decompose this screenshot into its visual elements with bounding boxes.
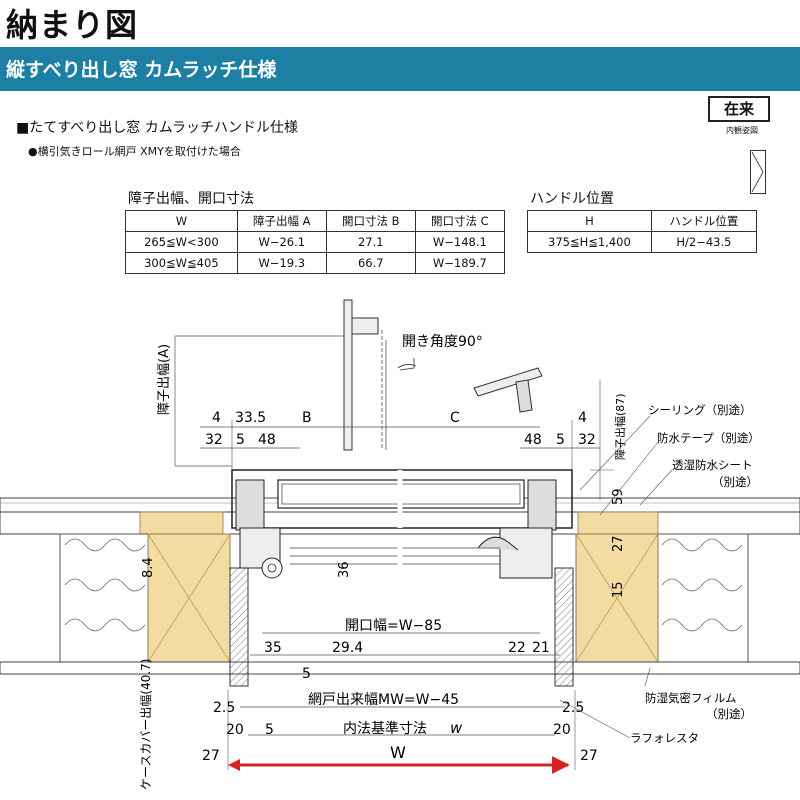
furring-strip-left bbox=[139, 511, 224, 535]
sash-width-87-label: 障子出幅(87) bbox=[613, 393, 627, 460]
dim-label: 48 bbox=[524, 432, 542, 448]
vapor-film-sub: （別途） bbox=[706, 707, 752, 721]
rafolesta-label: ラフォレスタ bbox=[630, 731, 699, 745]
dim-label: 4 bbox=[212, 410, 221, 426]
banner-title: 縦すべり出し窓 カムラッチ仕様 bbox=[6, 59, 277, 81]
inner-standard-label: 内法基準寸法 bbox=[343, 720, 427, 737]
title-banner: 縦すべり出し窓 カムラッチ仕様 bbox=[0, 47, 800, 89]
waterproof-tape-label: 防水テープ（別途） bbox=[657, 431, 760, 445]
w-label: W bbox=[390, 743, 406, 762]
dim-label: 21 bbox=[532, 640, 550, 656]
furring-strip-right bbox=[577, 511, 659, 535]
opening-width-label: 開口幅=W−85 bbox=[345, 618, 442, 634]
sealing-label: シーリング（別途） bbox=[648, 403, 752, 417]
open-angle-label: 開き角度90° bbox=[402, 334, 483, 350]
table-row: 300≦W≦405 W−19.3 66.7 W−189.7 bbox=[125, 252, 506, 274]
dim-36: 36 bbox=[337, 561, 352, 578]
dim-label: 27 bbox=[580, 748, 598, 764]
screen-note: ●横引気きロール網戸 XMYを取付けた場合 bbox=[28, 145, 241, 158]
table1-cell: 66.7 bbox=[325, 252, 416, 274]
dim-label: 35 bbox=[264, 640, 282, 656]
dim-label: 32 bbox=[205, 432, 223, 448]
table1-header: 開口寸法 B bbox=[325, 210, 416, 232]
table2-cell: H/2−43.5 bbox=[650, 231, 758, 253]
dim-label: 22 bbox=[508, 640, 526, 656]
table1-cell: 300≦W≦405 bbox=[125, 252, 238, 274]
table2-cell: 375≦H≦1,400 bbox=[527, 231, 652, 253]
case-cover-label: ケースカバー出幅(40.7) bbox=[138, 659, 153, 790]
opened-sash-frame bbox=[343, 299, 353, 451]
section-heading: ■たてすべり出し窓 カムラッチハンドル仕様 bbox=[16, 120, 298, 136]
cam-latch-handle bbox=[477, 536, 519, 551]
jamb-lining-right bbox=[554, 567, 574, 687]
dim-label: 4 bbox=[578, 410, 587, 426]
handle-position-table: H ハンドル位置 375≦H≦1,400 H/2−43.5 bbox=[527, 210, 758, 253]
dim-label: 29.4 bbox=[332, 640, 363, 656]
table1-title: 障子出幅、開口寸法 bbox=[128, 191, 254, 207]
dim-label: 2.5 bbox=[562, 700, 584, 716]
jamb-lining-left bbox=[229, 567, 249, 687]
banner-divider bbox=[0, 89, 800, 91]
table2-title: ハンドル位置 bbox=[530, 191, 614, 207]
dim-label: 5 bbox=[265, 722, 274, 738]
sash-width-label: 障子出幅(A) bbox=[157, 344, 172, 415]
swung-sash bbox=[473, 367, 543, 397]
dim-label: 5 bbox=[302, 666, 311, 682]
dim-15: 15 bbox=[611, 581, 626, 598]
dim-label: B bbox=[302, 410, 312, 426]
frame-profile-left bbox=[235, 479, 265, 531]
breathable-sheet-sub: （別途） bbox=[712, 475, 758, 489]
dim-label: 33.5 bbox=[235, 410, 266, 426]
table1-cell: W−189.7 bbox=[414, 252, 506, 274]
insulation-left bbox=[59, 533, 149, 663]
table1-cell: W−148.1 bbox=[414, 231, 506, 253]
dim-label: 27 bbox=[202, 748, 220, 764]
screen-width-label: 網戸出来幅MW=W−45 bbox=[308, 692, 459, 708]
table1-cell: W−26.1 bbox=[236, 231, 327, 253]
dim-label: 32 bbox=[578, 432, 596, 448]
insulation-right bbox=[657, 533, 749, 663]
screen-roller bbox=[261, 557, 283, 579]
dim-label: C bbox=[450, 410, 460, 426]
dim-8-4: 8.4 bbox=[141, 557, 156, 578]
vapor-film-label: 防湿気密フィルム bbox=[645, 691, 737, 705]
table-row: 375≦H≦1,400 H/2−43.5 bbox=[527, 231, 758, 253]
window-elevation-icon bbox=[750, 150, 766, 194]
table2-header: ハンドル位置 bbox=[650, 210, 758, 232]
inner-standard-w: w bbox=[450, 719, 463, 737]
dim-label: 20 bbox=[553, 722, 571, 738]
page-title: 納まり図 bbox=[6, 6, 139, 44]
dim-label: 2.5 bbox=[213, 700, 235, 716]
badge-caption: 内観姿図 bbox=[726, 126, 758, 135]
dim-label: 48 bbox=[258, 432, 276, 448]
dim-label: 5 bbox=[556, 432, 565, 448]
installation-type-badge: 在来 bbox=[708, 96, 770, 122]
breathable-sheet-label: 透湿防水シート bbox=[672, 458, 753, 472]
frame-profile-right bbox=[527, 479, 557, 531]
window-elevation-icon-graphic bbox=[751, 151, 764, 193]
dim-59: 59 bbox=[611, 488, 626, 505]
sash-dimension-table: W 障子出幅 A 開口寸法 B 開口寸法 C 265≦W<300 W−26.1 … bbox=[125, 210, 506, 274]
open-angle-arc bbox=[397, 364, 417, 369]
dim-27: 27 bbox=[611, 535, 626, 552]
dim-label: 20 bbox=[226, 722, 244, 738]
table1-header: 障子出幅 A bbox=[236, 210, 327, 232]
dim-label: 5 bbox=[236, 432, 245, 448]
handle-mechanism bbox=[499, 527, 553, 579]
interior-board bbox=[0, 661, 800, 675]
table1-cell: W−19.3 bbox=[236, 252, 327, 274]
